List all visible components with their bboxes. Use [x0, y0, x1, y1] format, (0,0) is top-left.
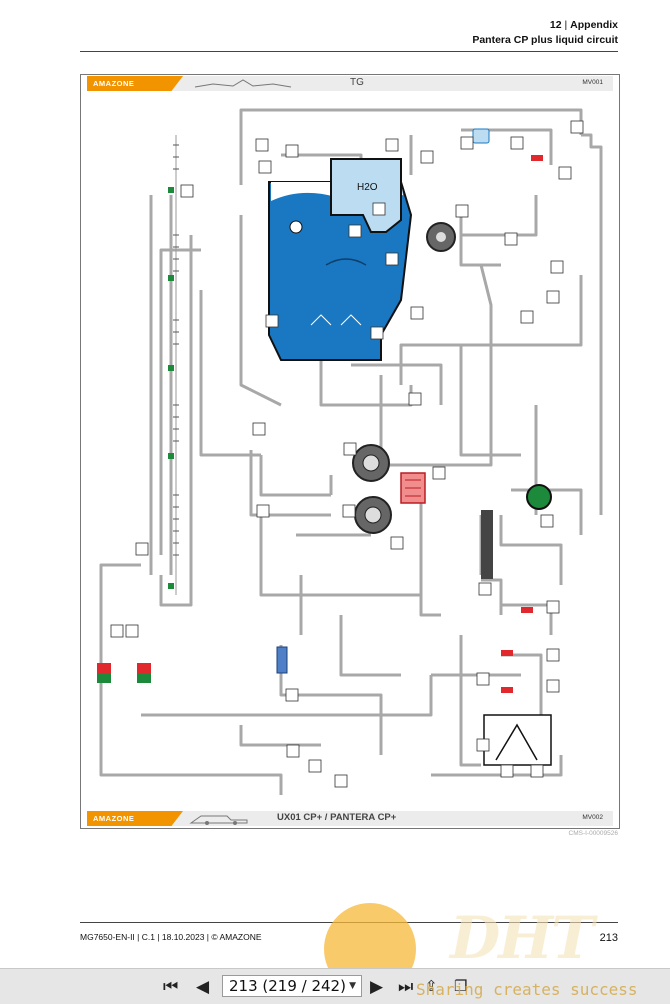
top-band-code: MV001: [582, 79, 603, 86]
cleaning-nozzle: [483, 714, 552, 766]
page-number: 213: [599, 932, 618, 944]
figure-reference-code: CMS-I-00009526: [568, 830, 619, 837]
amazone-logo-bottom: AMAZONE: [87, 811, 183, 826]
circuit-drawing: H2O: [97, 108, 603, 795]
chapter-heading: 12 | Appendix: [549, 19, 618, 31]
pdf-viewer-toolbar: ⏮ ◀ 213 (219 / 242) ▼ ▶ ⏭ ⇪ ❐: [0, 968, 670, 1004]
boom-silhouette-icon: [194, 79, 292, 88]
diagram-top-band: AMAZONE TG MV001: [87, 76, 613, 91]
page-title: Pantera CP plus liquid circuit: [472, 34, 618, 46]
boom-sections: [168, 135, 179, 595]
copy-icon[interactable]: ❐: [454, 978, 468, 995]
filter: [276, 472, 426, 674]
sprayer-silhouette-icon: [189, 815, 248, 825]
last-page-icon[interactable]: ⏭: [398, 977, 414, 996]
pipe-network: [99, 108, 603, 795]
bottom-band-code: MV002: [582, 814, 603, 821]
watermark-logo: DHT: [450, 904, 594, 972]
watermark-slogan: Sharing creates success: [416, 980, 638, 999]
amazone-logo: AMAZONE: [87, 76, 183, 91]
chevron-down-icon[interactable]: ▼: [349, 981, 356, 991]
pumps: [352, 222, 456, 534]
liquid-circuit-diagram: H2O: [80, 74, 620, 829]
control-terminal: [472, 128, 552, 510]
previous-page-icon[interactable]: ◀: [196, 977, 210, 996]
next-page-icon[interactable]: ▶: [370, 977, 384, 996]
top-band-label: TG: [350, 77, 364, 88]
valves: [97, 155, 543, 693]
bottom-band-label: UX01 CP+ / PANTERA CP+: [277, 812, 397, 823]
share-icon[interactable]: ⇪: [425, 978, 438, 995]
first-page-icon[interactable]: ⏮: [163, 977, 179, 996]
freshwater-tank-label: H2O: [357, 182, 378, 193]
document-info: MG7650-EN-II | C.1 | 18.10.2023 | © AMAZ…: [80, 932, 262, 942]
component-labels: [110, 120, 584, 788]
diagram-bottom-band: AMAZONE UX01 CP+ / PANTERA CP+ MV002: [87, 811, 613, 826]
page-indicator-text: 213 (219 / 242): [229, 977, 346, 995]
header-divider: [80, 51, 618, 52]
page-number-field[interactable]: 213 (219 / 242) ▼: [222, 975, 362, 997]
chapter-number: 12: [549, 19, 562, 31]
chapter-title: Appendix: [570, 19, 618, 31]
page-header: 12 | Appendix Pantera CP plus liquid cir…: [472, 18, 618, 47]
